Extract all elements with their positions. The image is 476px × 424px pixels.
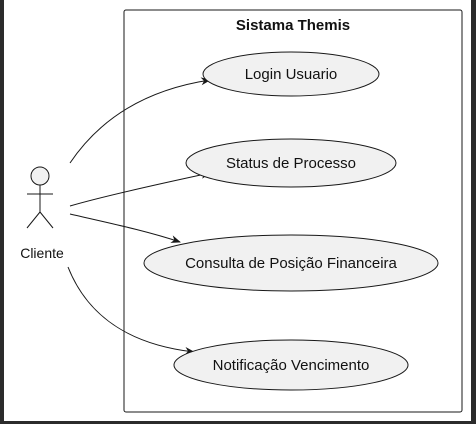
actor-head [30,166,50,186]
use-case-status[interactable]: Status de Processo [185,138,397,188]
use-case-ellipse [185,138,397,188]
actor-label: Cliente [20,245,64,261]
use-case-notificacao[interactable]: Notificação Vencimento [173,339,409,391]
use-case-ellipse [202,51,380,97]
association-status [69,170,211,207]
use-case-ellipse [173,339,409,391]
diagram-canvas: Sistama Themis Cliente Login Usuario Sta… [4,0,471,421]
system-title: Sistama Themis [236,17,350,34]
use-case-financeira[interactable]: Consulta de Posição Financeira [143,234,439,292]
actor-cliente[interactable]: Cliente [20,166,64,261]
system-boundary [123,9,463,413]
association-financeira [69,213,181,243]
use-case-ellipse [143,234,439,292]
use-case-label: Consulta de Posição Financeira [185,255,397,272]
actor-left-leg [26,211,41,229]
association-login [69,77,211,164]
actor-right-leg [39,211,54,229]
association-notificacao [67,266,195,355]
use-case-login[interactable]: Login Usuario [202,51,380,97]
use-case-label: Notificação Vencimento [213,357,370,374]
use-case-label: Status de Processo [226,155,356,172]
use-case-label: Login Usuario [245,66,338,83]
use-case-diagram: Sistama Themis Cliente Login Usuario Sta… [20,9,463,413]
